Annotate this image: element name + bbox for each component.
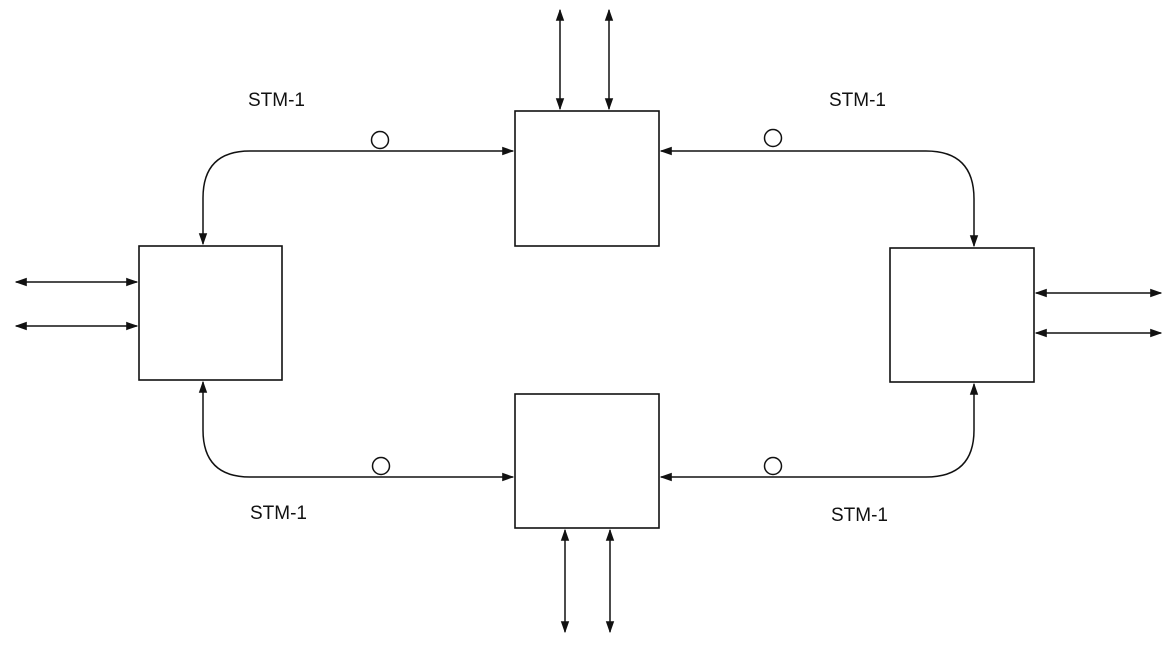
fiber-marker-bottom-left [371, 456, 391, 476]
link-top-left [198, 146, 515, 246]
left-node [138, 245, 283, 381]
top-node [514, 110, 660, 247]
link-label-bottom-right: STM-1 [831, 505, 888, 526]
link-bottom-left [198, 380, 515, 482]
link-bottom-right [659, 382, 979, 482]
fiber-marker-top-left [370, 130, 390, 150]
right-node [889, 247, 1035, 383]
link-top-right [659, 146, 979, 248]
fiber-marker-bottom-right [763, 456, 783, 476]
link-label-bottom-left: STM-1 [250, 503, 307, 524]
bottom-node [514, 393, 660, 529]
fiber-marker-top-right [763, 128, 783, 148]
link-label-top-right: STM-1 [829, 90, 886, 111]
link-label-top-left: STM-1 [248, 90, 305, 111]
